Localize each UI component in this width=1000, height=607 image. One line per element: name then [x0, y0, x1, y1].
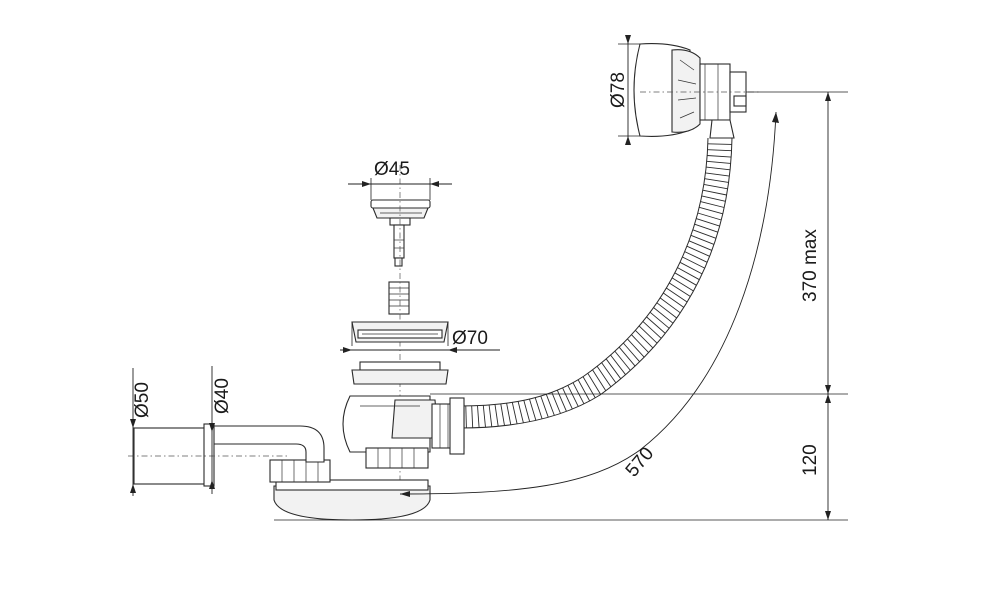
hose-rib [684, 251, 708, 263]
hose-rib [694, 223, 719, 233]
hose-rib [705, 172, 730, 177]
hose-rib [703, 183, 728, 190]
hose-rib [707, 143, 732, 145]
hose-rib [562, 387, 573, 410]
hose-rib [529, 398, 537, 421]
hose-rib [701, 195, 726, 202]
trap-body [128, 395, 465, 521]
dimension-lines [130, 35, 848, 521]
hose-rib [696, 218, 720, 227]
dim-label-overflow-height: 370 max [800, 229, 821, 302]
hose-rib [663, 292, 685, 308]
hose-rib [679, 261, 703, 275]
hose-rib [656, 302, 677, 319]
hose-rib [587, 373, 602, 395]
hose-rib [482, 405, 486, 428]
overflow-hose [459, 137, 733, 429]
hose-rib [596, 365, 612, 388]
hose-rib [704, 178, 729, 183]
dim-label-outlet-inner: Ø40 [212, 378, 233, 414]
hose-rib [540, 395, 549, 418]
hose-rib [699, 206, 723, 215]
hose-rib [517, 401, 524, 424]
hose-rib [627, 338, 645, 358]
hose-rib [674, 272, 697, 286]
hose-rib [649, 311, 670, 329]
hose-rib [669, 282, 691, 297]
hose-rib [707, 149, 732, 152]
hose-rib [690, 234, 715, 245]
hose-rib [506, 403, 512, 425]
hose-rib [622, 342, 640, 362]
dim-label-drain-flange: Ø70 [452, 328, 488, 349]
hose-rib [500, 403, 505, 426]
hose-rib [471, 405, 474, 428]
dim-label-outlet-outer: Ø50 [132, 382, 153, 418]
overflow-head [633, 43, 760, 139]
hose-rib [697, 212, 722, 221]
hose-rib [601, 362, 617, 384]
hose-rib [614, 350, 631, 371]
dim-label-overflow: Ø78 [608, 72, 629, 108]
hose-rib [638, 325, 658, 344]
hose-rib [642, 321, 662, 339]
hose-rib [686, 245, 710, 257]
hose-rib [700, 201, 725, 208]
hose-rib [577, 379, 591, 402]
hose-rib [692, 229, 717, 239]
dim-label-trap-height: 120 [800, 444, 821, 476]
hose-rib [477, 405, 480, 428]
hose-rib [567, 385, 579, 407]
drain-flange [351, 321, 449, 385]
hose-rib [646, 316, 666, 334]
hose-rib [706, 166, 731, 171]
hose-rib [634, 329, 654, 349]
hose-rib [677, 267, 700, 281]
hose-rib [666, 287, 688, 303]
hose-rib [702, 189, 727, 196]
hose-rib [545, 394, 555, 416]
hose-rib [707, 155, 732, 158]
hose-rib [653, 307, 674, 324]
hose-rib [682, 256, 705, 269]
hose-rib [592, 369, 607, 391]
hose-rib [706, 160, 731, 164]
hose-rib [488, 404, 493, 427]
hose-rib [511, 402, 518, 424]
hose-rib [659, 297, 681, 314]
dim-label-drain-plug: Ø45 [374, 159, 410, 180]
hose-rib [631, 334, 649, 353]
hose-rib [572, 382, 585, 405]
hose-rib [671, 277, 694, 292]
hose-rib [494, 404, 499, 427]
hose-rib [688, 240, 713, 251]
hose-rib [610, 354, 626, 375]
hose-rib [534, 397, 543, 420]
hose-rib [551, 392, 561, 414]
hose-rib [618, 346, 636, 367]
hose-rib [465, 405, 467, 429]
hose-rib [523, 400, 531, 422]
hose-rib [605, 358, 622, 380]
hose-rib [582, 376, 596, 399]
dim-label-hose-length: 570 [622, 443, 658, 481]
